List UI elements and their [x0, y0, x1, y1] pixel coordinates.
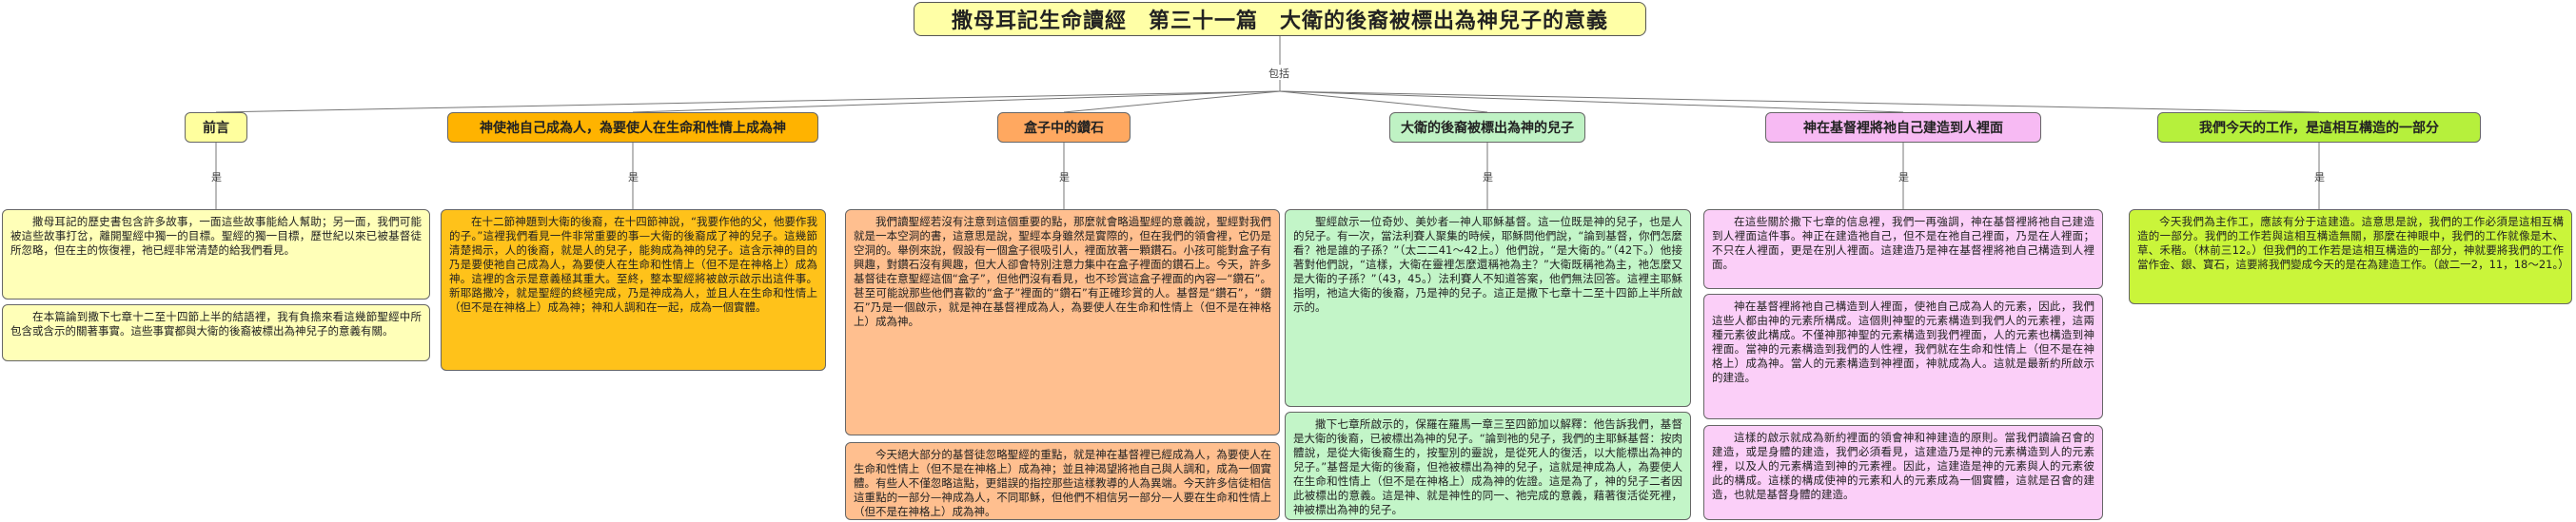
branch-body-building-3: 這樣的啟示就成為新約裡面的領會神和神建造的原則。當我們讀論召會的建造，或是身體的… — [1703, 425, 2103, 520]
branch-body-seed-of-david: 聖經啟示一位奇妙、美妙者—神人耶穌基督。這一位既是神的兒子，也是人的兒子。有一次… — [1285, 209, 1691, 407]
paragraph: 在十二節神題到大衛的後裔，在十四節神說，“我要作他的父，他要作我的子。”這裡我們… — [449, 215, 817, 314]
link-label: 是 — [1059, 171, 1070, 184]
paragraph: 在這些關於撒下七章的信息裡，我們一再強調，神在基督裡將祂自己建造到人裡面這件事。… — [1712, 215, 2094, 271]
paragraph: 撒母耳記的歷史書包含許多故事，一面這些故事能給人幫助；另一面，我們可能被這些故事… — [10, 215, 422, 257]
link-label: 是 — [211, 171, 222, 184]
branch-body-diamond: 我們讀聖經若沒有注意到這個重要的點，那麼就會略過聖經的意義說，聖經對我們就是一本… — [845, 209, 1280, 435]
branch-heading-god-became-man[interactable]: 神使祂自己成為人，為要使人在生命和性情上成為神 — [447, 112, 818, 143]
branch-body-our-work: 今天我們為主作工，應該有分于這建造。這意思是說，我們的工作必須是這相互構造的一部… — [2129, 209, 2572, 304]
paragraph: 在本篇論到撒下七章十二至十四節上半的結語裡，我有負擔來看這幾節聖經中所包含或含示… — [10, 310, 422, 338]
paragraph: 這樣的啟示就成為新約裡面的領會神和神建造的原則。當我們讀論召會的建造，或是身體的… — [1712, 431, 2094, 501]
branch-heading-diamond[interactable]: 盒子中的鑽石 — [997, 112, 1131, 143]
branch-heading-building[interactable]: 神在基督裡將祂自己建造到人裡面 — [1765, 112, 2041, 143]
branch-body-intro-2: 在本篇論到撒下七章十二至十四節上半的結語裡，我有負擔來看這幾節聖經中所包含或含示… — [2, 304, 430, 361]
link-label-root: 包括 — [1268, 68, 1289, 80]
branch-body-seed-of-david-2: 撒下七章所啟示的，保羅在羅馬一章三至四節加以解釋：他告訴我們，基督是大衛的後裔，… — [1285, 412, 1691, 520]
branch-body-god-became-man: 在十二節神題到大衛的後裔，在十四節神說，“我要作他的父，他要作我的子。”這裡我們… — [441, 209, 826, 371]
paragraph: 神在基督裡將祂自己構造到人裡面，使祂自己成為人的元素，因此，我們這些人都由神的元… — [1712, 300, 2094, 384]
paragraph: 聖經啟示一位奇妙、美妙者—神人耶穌基督。這一位既是神的兒子，也是人的兒子。有一次… — [1293, 215, 1682, 314]
branch-heading-intro[interactable]: 前言 — [185, 112, 247, 143]
link-label: 是 — [2314, 171, 2325, 184]
link-label: 是 — [628, 171, 639, 184]
page-title: 撒母耳記生命讀經 第三十一篇 大衛的後裔被標出為神兒子的意義 — [914, 2, 1646, 36]
branch-heading-our-work[interactable]: 我們今天的工作，是這相互構造的一部分 — [2157, 112, 2481, 143]
paragraph: 今天絕大部分的基督徒忽略聖經的重點，就是神在基督裡已經成為人，為要使人在生命和性… — [854, 448, 1271, 518]
paragraph: 撒下七章所啟示的，保羅在羅馬一章三至四節加以解釋：他告訴我們，基督是大衛的後裔，… — [1293, 417, 1682, 516]
branch-body-building: 在這些關於撒下七章的信息裡，我們一再強調，神在基督裡將祂自己建造到人裡面這件事。… — [1703, 209, 2103, 289]
branch-body-building-2: 神在基督裡將祂自己構造到人裡面，使祂自己成為人的元素，因此，我們這些人都由神的元… — [1703, 294, 2103, 419]
link-label: 是 — [1898, 171, 1909, 184]
paragraph: 我們讀聖經若沒有注意到這個重要的點，那麼就會略過聖經的意義說，聖經對我們就是一本… — [854, 215, 1271, 328]
link-label: 是 — [1483, 171, 1493, 184]
branch-body-diamond-2: 今天絕大部分的基督徒忽略聖經的重點，就是神在基督裡已經成為人，為要使人在生命和性… — [845, 442, 1280, 520]
paragraph: 今天我們為主作工，應該有分于這建造。這意思是說，我們的工作必須是這相互構造的一部… — [2137, 215, 2569, 271]
branch-heading-seed-of-david[interactable]: 大衛的後裔被標出為神的兒子 — [1389, 112, 1585, 143]
branch-body-intro: 撒母耳記的歷史書包含許多故事，一面這些故事能給人幫助；另一面，我們可能被這些故事… — [2, 209, 430, 300]
